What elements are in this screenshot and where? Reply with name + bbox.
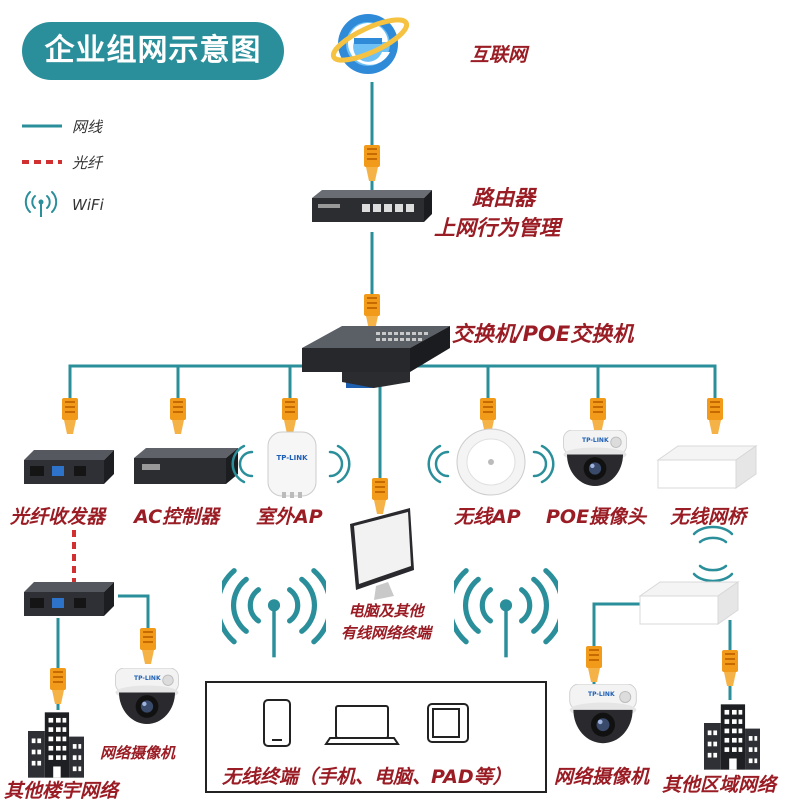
network-camera-left-label: 网络摄像机 (100, 744, 176, 762)
wireless-bridge-label: 无线网桥 (670, 506, 747, 528)
internet-label: 互联网 (470, 44, 528, 66)
dome-camera-icon: TP-LINK (569, 684, 637, 744)
other-region-label: 其他区域网络 (662, 774, 777, 796)
poe-camera-label: POE摄像头 (546, 506, 647, 528)
ac-controller-label: AC控制器 (134, 506, 220, 528)
wireless-ap-label: 无线AP (454, 506, 521, 528)
wireless-terminals-label: 无线终端（手机、电脑、PAD等） (222, 766, 512, 788)
router-icon (312, 190, 432, 222)
wireless-terminals-box (205, 681, 547, 793)
fiber-transceiver-label: 光纤收发器 (10, 506, 106, 528)
pc-subtitle-label: 有线网络终端 (340, 624, 431, 642)
fiber-transceiver-icon (24, 450, 114, 484)
svg-text:TP-LINK: TP-LINK (276, 454, 308, 462)
svg-text:TP-LINK: TP-LINK (582, 437, 609, 444)
network-camera-right-label: 网络摄像机 (554, 766, 650, 788)
router-label: 路由器 (472, 186, 535, 210)
outdoor-ap-label: 室外AP (256, 506, 323, 528)
phone-icon (263, 699, 291, 747)
dome-camera-icon: TP-LINK (115, 668, 179, 725)
monitor-icon (350, 508, 414, 600)
pc-label: 电脑及其他 (348, 602, 424, 620)
svg-text:TP-LINK: TP-LINK (134, 675, 161, 682)
building-icon (28, 712, 84, 778)
internet-explorer-icon (330, 14, 410, 74)
laptop-icon (324, 705, 400, 745)
dome-camera-icon: TP-LINK (563, 430, 627, 487)
page-title: 企业组网示意图 (22, 22, 284, 80)
wifi-antenna-icon (450, 571, 562, 658)
wifi-antenna-icon (218, 571, 330, 658)
fiber-transceiver-icon (24, 582, 114, 616)
legend (22, 124, 62, 217)
bridge-wifi-signal-icon (692, 525, 734, 583)
svg-text:TP-LINK: TP-LINK (588, 691, 615, 698)
tablet-icon (427, 703, 469, 743)
wireless-bridge-icon (656, 445, 758, 489)
legend-fiber-label: 光纤 (72, 154, 103, 172)
wifi-icon (24, 191, 58, 217)
switch-label: 交换机/POE交换机 (452, 322, 634, 346)
legend-wifi-label: WiFi (72, 196, 104, 214)
ceiling-ap-icon (456, 428, 526, 496)
wireless-bridge-icon (638, 581, 740, 625)
ac-controller-icon (134, 448, 238, 484)
outdoor-ap-icon: TP-LINK (267, 431, 317, 498)
router-subtitle-label: 上网行为管理 (434, 216, 560, 240)
ceiling-ap-wifi-icon (427, 444, 555, 484)
other-building-label: 其他楼宇网络 (4, 780, 119, 802)
legend-cable-label: 网线 (72, 118, 103, 136)
switch-icon (302, 326, 450, 388)
outdoor-ap-wifi-icon (231, 444, 351, 484)
building-icon (704, 704, 760, 770)
